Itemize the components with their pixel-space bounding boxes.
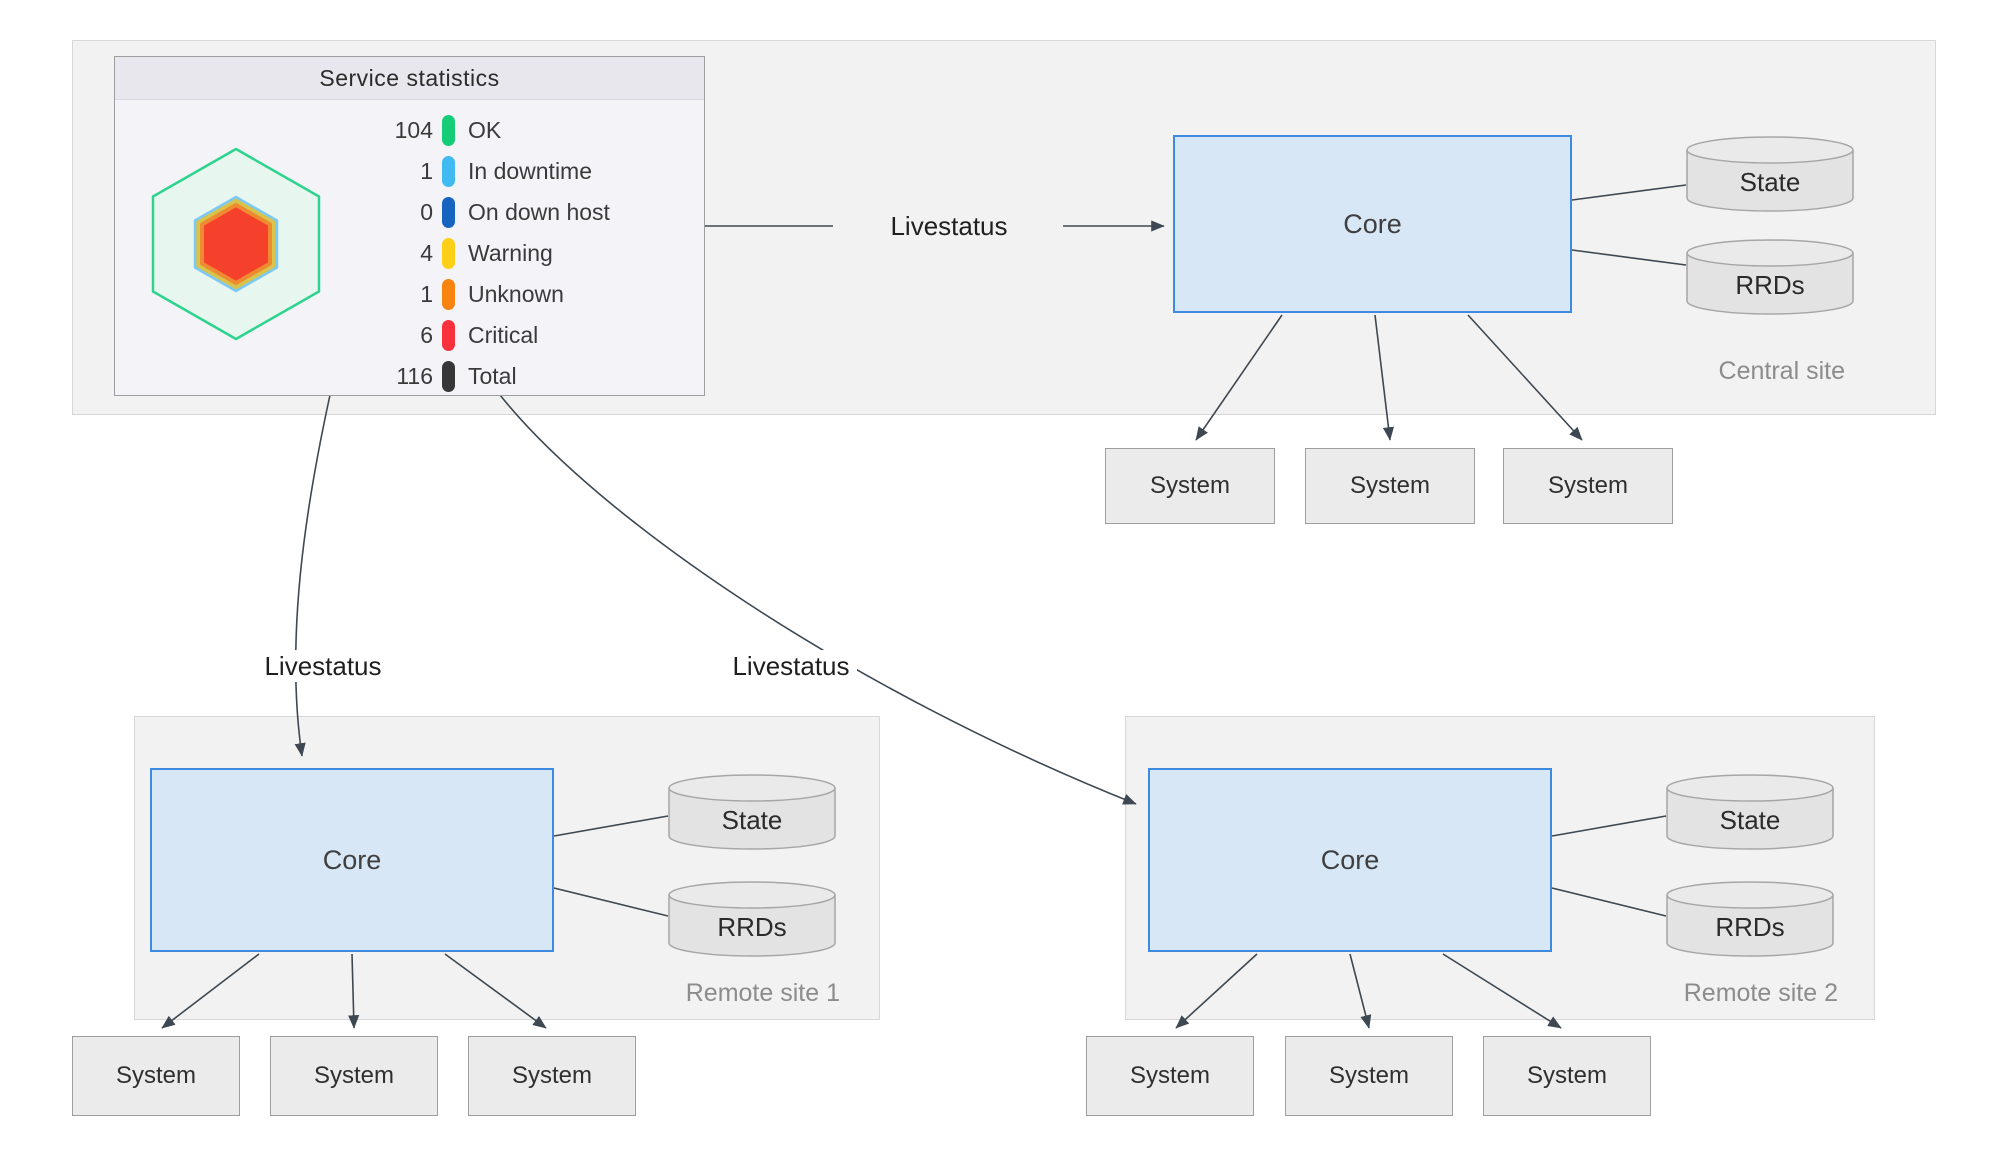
system-label: System — [1328, 1062, 1409, 1089]
core-label: Core — [322, 844, 382, 875]
status-pill-in-downtime — [442, 156, 455, 187]
service-hexagon-icon — [151, 147, 321, 341]
central-system-2: System — [1305, 448, 1475, 524]
cylinder-icon — [1686, 239, 1854, 315]
system-label: System — [1547, 472, 1628, 499]
livestatus-arrow-remote1 — [294, 394, 331, 757]
panel-title: Service statistics — [115, 57, 704, 100]
system-label: System — [1129, 1062, 1210, 1089]
remote2-system-1: System — [1086, 1036, 1254, 1116]
central-core-rrds-line — [1571, 249, 1687, 266]
stat-value: 104 — [394, 117, 433, 143]
stat-value: 116 — [396, 363, 433, 389]
stat-label: OK — [468, 117, 502, 143]
remote2-core-system3-arrow — [1442, 953, 1562, 1029]
status-pill-critical — [442, 320, 455, 351]
stat-value: 0 — [420, 199, 433, 225]
stat-row-on-down-host: 0 On down host — [115, 192, 704, 233]
remote2-site-label: Remote site 2 — [1683, 979, 1838, 1007]
central-system-1: System — [1105, 448, 1275, 524]
remote2-core: Core — [1148, 768, 1552, 952]
hexagon-critical-core — [200, 203, 272, 285]
system-label: System — [115, 1062, 196, 1089]
system-label: System — [1349, 472, 1430, 499]
livestatus-label-remote1: Livestatus — [257, 650, 389, 682]
cylinder-icon — [1666, 774, 1834, 850]
remote1-system-2: System — [270, 1036, 438, 1116]
stat-row-unknown: 1 Unknown — [115, 274, 704, 315]
remote2-rrds-db: RRDs — [1666, 880, 1834, 958]
remote1-core-rrds-line — [553, 887, 669, 917]
stat-value: 4 — [420, 240, 433, 266]
remote2-core-rrds-line — [1551, 887, 1667, 917]
remote1-system-3: System — [468, 1036, 636, 1116]
system-label: System — [313, 1062, 394, 1089]
remote1-state-db: State — [668, 773, 836, 851]
service-stats-list: 104 OK 1 In downtime 0 On down host 4 Wa… — [115, 110, 704, 397]
status-pill-warning — [442, 238, 455, 269]
remote1-core-system2-arrow — [348, 953, 360, 1029]
cylinder-icon — [668, 881, 836, 957]
remote1-core-state-line — [553, 815, 669, 837]
remote2-system-3: System — [1483, 1036, 1651, 1116]
database-label: RRDs — [1715, 911, 1785, 942]
remote2-core-system1-arrow — [1175, 953, 1258, 1029]
stat-row-total: 116 Total — [115, 356, 704, 397]
stat-value: 1 — [420, 281, 433, 307]
database-label: State — [1739, 166, 1801, 197]
central-state-db: State — [1686, 135, 1854, 213]
remote1-core-system1-arrow — [161, 953, 260, 1029]
remote2-system-2: System — [1285, 1036, 1453, 1116]
stat-label: Total — [468, 363, 517, 389]
livestatus-label-central: Livestatus — [890, 211, 1008, 241]
remote2-core-state-line — [1551, 815, 1667, 837]
remote1-system-1: System — [72, 1036, 240, 1116]
database-label: RRDs — [1735, 269, 1805, 300]
stat-row-critical: 6 Critical — [115, 315, 704, 356]
central-core-system2-arrow — [1374, 314, 1395, 441]
remote2-state-db: State — [1666, 773, 1834, 851]
remote1-site-label: Remote site 1 — [685, 979, 840, 1007]
cylinder-icon — [1666, 881, 1834, 957]
cylinder-icon — [1686, 136, 1854, 212]
core-label: Core — [1343, 208, 1402, 239]
stat-row-warning: 4 Warning — [115, 233, 704, 274]
core-label: Core — [1320, 844, 1380, 875]
system-label: System — [511, 1062, 592, 1089]
central-core-system1-arrow — [1195, 314, 1283, 441]
stat-row-in-downtime: 1 In downtime — [115, 151, 704, 192]
status-pill-on-down-host — [442, 197, 455, 228]
stat-value: 1 — [420, 158, 433, 184]
stat-label: Warning — [468, 240, 553, 266]
remote1-core-system3-arrow — [444, 953, 547, 1029]
system-label: System — [1526, 1062, 1607, 1089]
status-pill-total — [442, 361, 455, 392]
status-pill-unknown — [442, 279, 455, 310]
central-core-system3-arrow — [1467, 314, 1583, 441]
database-label: State — [721, 804, 783, 835]
stat-label: In downtime — [468, 158, 593, 184]
stat-label: Critical — [468, 322, 539, 348]
cylinder-icon — [668, 774, 836, 850]
remote2-core-system2-arrow — [1349, 953, 1372, 1029]
stat-label: On down host — [468, 199, 610, 225]
status-pill-ok — [442, 115, 455, 146]
stat-row-ok: 104 OK — [115, 110, 704, 151]
central-site-label: Central site — [1718, 357, 1845, 385]
database-label: State — [1719, 804, 1781, 835]
central-core-state-line — [1571, 184, 1687, 201]
service-statistics-panel: Service statistics 104 OK 1 In downtime … — [114, 56, 705, 396]
stat-value: 6 — [420, 322, 433, 348]
central-system-3: System — [1503, 448, 1673, 524]
central-rrds-db: RRDs — [1686, 238, 1854, 316]
remote1-core: Core — [150, 768, 554, 952]
livestatus-label-remote2: Livestatus — [725, 650, 857, 682]
remote1-rrds-db: RRDs — [668, 880, 836, 958]
livestatus-arrow-remote2 — [499, 394, 1137, 805]
stat-label: Unknown — [468, 281, 564, 307]
central-core: Core — [1173, 135, 1572, 313]
database-label: RRDs — [717, 911, 787, 942]
system-label: System — [1149, 472, 1230, 499]
